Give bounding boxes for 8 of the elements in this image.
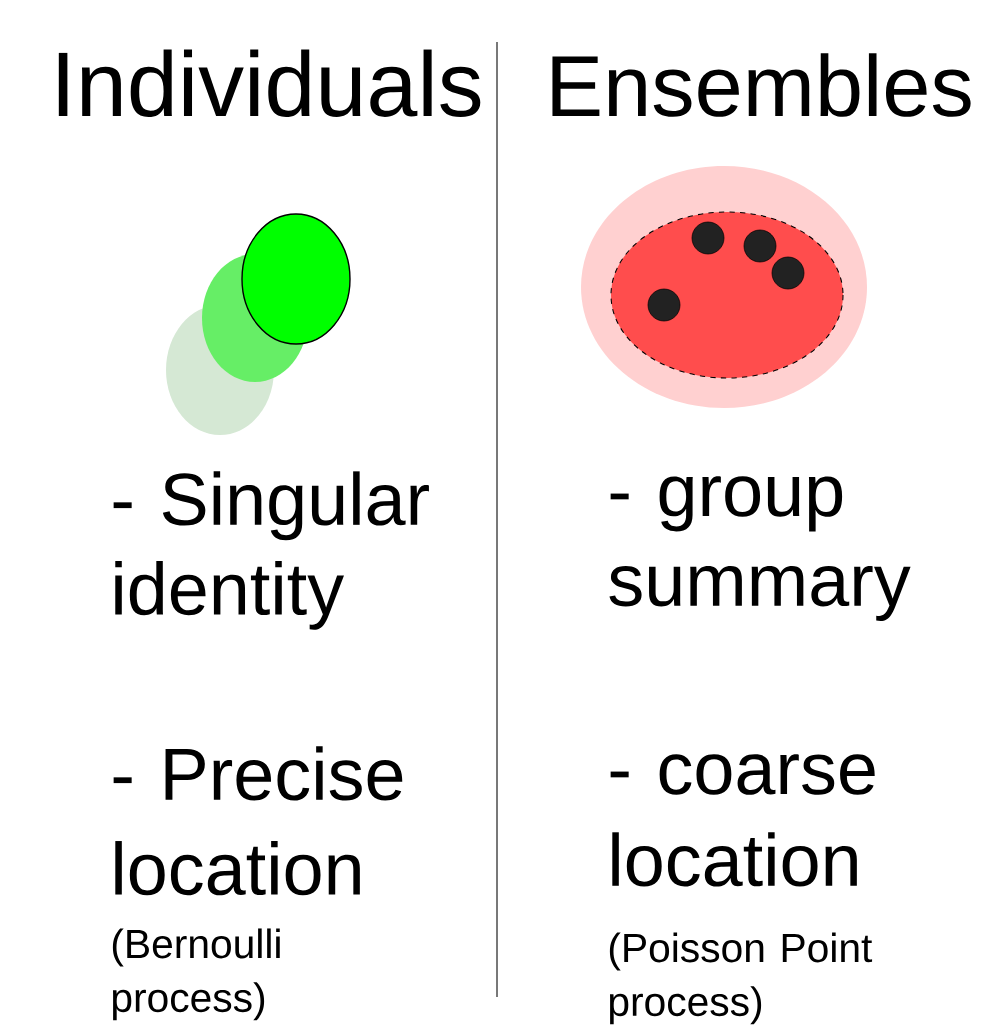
note-text: (Bernoulli process) — [112, 928, 280, 1021]
column-heading: Individuals — [58, 49, 481, 117]
note-text: (Poisson Point process) — [609, 932, 873, 1025]
bullet-text: - Precise location — [113, 746, 403, 896]
column-heading: Ensembles — [552, 53, 971, 117]
bullet-text: - group summary — [609, 476, 911, 621]
bullet-text: - coarse location — [610, 754, 875, 887]
bullet-text: - Singular identity — [113, 471, 429, 630]
